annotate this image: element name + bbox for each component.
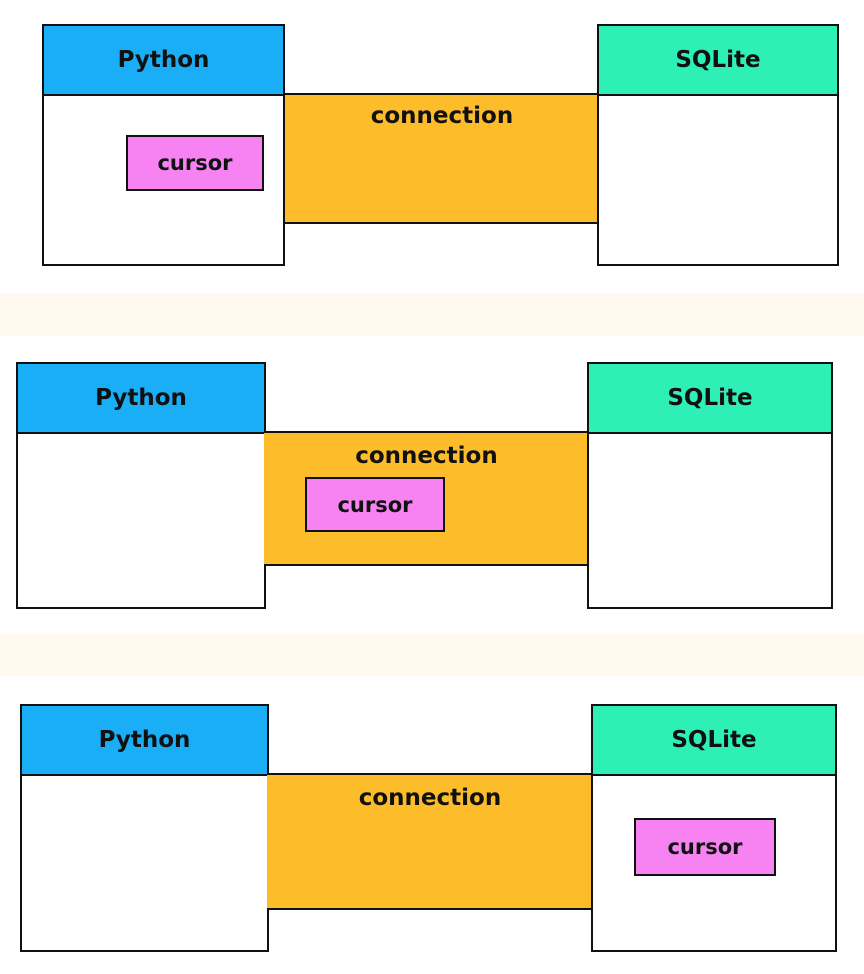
connection-bar: connection — [267, 773, 593, 910]
separator-1 — [0, 293, 864, 336]
cursor-box: cursor — [634, 818, 776, 876]
connection-label: connection — [358, 785, 502, 811]
sqlite-header: SQLite — [587, 362, 833, 434]
separator-2 — [0, 634, 864, 676]
cursor-box: cursor — [126, 135, 264, 191]
python-header: Python — [42, 24, 285, 96]
sqlite-header: SQLite — [591, 704, 837, 776]
connection-bar: connection — [285, 93, 599, 224]
python-header: Python — [16, 362, 266, 434]
connection-label: connection — [370, 103, 514, 129]
connection-label: connection — [355, 443, 498, 469]
cursor-box: cursor — [305, 477, 445, 532]
sqlite-header: SQLite — [597, 24, 839, 96]
python-header: Python — [20, 704, 269, 776]
